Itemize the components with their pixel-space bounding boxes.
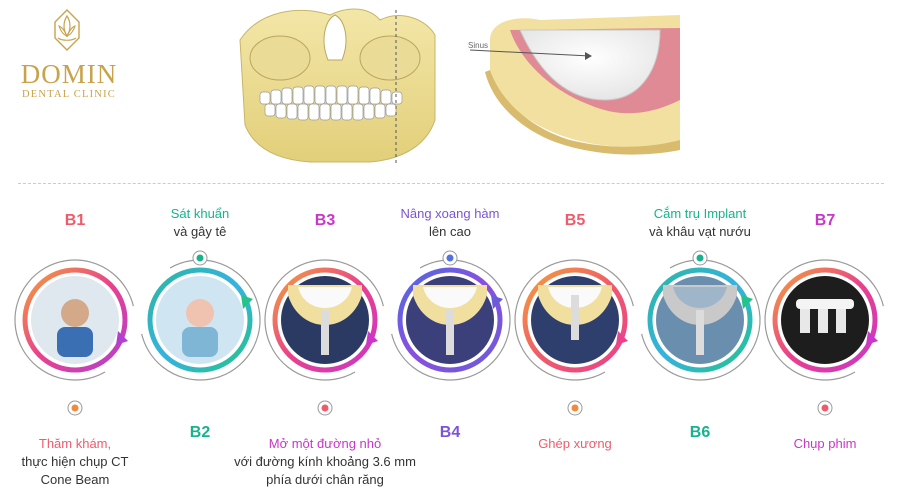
incision-icon-shape bbox=[288, 285, 362, 355]
step-description-b3: Mở một đường nhỏ với đường kính khoảng 3.… bbox=[220, 435, 430, 489]
step-circle-b5 bbox=[514, 259, 636, 381]
step-description-b2: Sát khuẩn và gây tê bbox=[125, 205, 275, 241]
step-circle-b4 bbox=[389, 259, 511, 381]
section-divider bbox=[18, 183, 884, 184]
step-description-line: phía dưới chân răng bbox=[266, 472, 384, 487]
step-description-b4: Nâng xoang hàm lên cao bbox=[375, 205, 525, 241]
step-dot-icon bbox=[567, 400, 583, 416]
step-pointer-icon bbox=[741, 295, 753, 309]
step-description-line: Sát khuẩn bbox=[170, 206, 230, 221]
step-pointer-icon bbox=[616, 331, 628, 345]
step-description-line: Ghép xương bbox=[538, 436, 612, 451]
step-description-line: và gây tê bbox=[173, 224, 227, 239]
step-dot-icon bbox=[817, 400, 833, 416]
step-description-b1: Thăm khám, thực hiện chụp CT Cone Beam bbox=[0, 435, 150, 489]
sinus-label: Sinus bbox=[468, 41, 489, 50]
brand-subtitle: DENTAL CLINIC bbox=[22, 89, 116, 100]
step-outer-arc bbox=[264, 259, 386, 381]
step-description-line: Nâng xoang hàm bbox=[400, 206, 500, 221]
jaw-sinus-illustration bbox=[239, 8, 680, 165]
anesthesia-icon-shape bbox=[182, 299, 218, 357]
step-dot-icon bbox=[692, 250, 708, 266]
step-circle-b1 bbox=[14, 259, 136, 381]
step-outer-arc bbox=[764, 259, 886, 381]
step-description-line: thực hiện chụp CT bbox=[21, 454, 129, 469]
step-outer-arc bbox=[639, 259, 761, 381]
step-dot-icon bbox=[442, 250, 458, 266]
step-description-b7: Chụp phim bbox=[750, 435, 900, 453]
step-pointer-icon bbox=[491, 295, 503, 309]
lotus-emblem-icon bbox=[54, 9, 80, 51]
step-pointer-icon bbox=[366, 331, 378, 345]
step-description-line: Mở một đường nhỏ bbox=[268, 436, 382, 451]
ct-scan-icon-shape bbox=[57, 299, 93, 357]
step-label-b1: B1 bbox=[64, 212, 86, 229]
step-description-b6: Cắm trụ Implant và khâu vạt nướu bbox=[625, 205, 775, 241]
step-description-line: và khâu vạt nướu bbox=[649, 224, 751, 239]
step-description-line: với đường kính khoảng 3.6 mm bbox=[234, 454, 416, 469]
step-circle-b3 bbox=[264, 259, 386, 381]
step-description-line: Cone Beam bbox=[40, 472, 110, 487]
step-outer-arc bbox=[139, 259, 261, 381]
step-label-b4: B4 bbox=[439, 424, 461, 441]
brand-logo[interactable]: DOMIN DENTAL CLINIC bbox=[14, 8, 124, 108]
step-dot-icon bbox=[317, 400, 333, 416]
step-label-b5: B5 bbox=[564, 212, 586, 229]
step-outer-arc bbox=[514, 259, 636, 381]
step-description-line: Chụp phim bbox=[793, 436, 857, 451]
step-label-b6: B6 bbox=[689, 424, 711, 441]
step-outer-arc bbox=[14, 259, 136, 381]
step-label-b3: B3 bbox=[314, 212, 336, 229]
brand-name: DOMIN bbox=[20, 59, 118, 89]
step-pointer-icon bbox=[116, 331, 128, 345]
step-circle-b7 bbox=[764, 259, 886, 381]
step-dot-icon bbox=[192, 250, 208, 266]
xray-icon-shape bbox=[796, 299, 854, 333]
step-description-line: lên cao bbox=[429, 224, 471, 239]
step-pointer-icon bbox=[866, 331, 878, 345]
sinus-lift-icon-shape bbox=[413, 285, 487, 355]
step-circle-b2 bbox=[139, 259, 261, 381]
step-label-b2: B2 bbox=[189, 424, 211, 441]
step-description-b5: Ghép xương bbox=[500, 435, 650, 453]
step-label-b7: B7 bbox=[814, 212, 836, 229]
step-description-line: Cắm trụ Implant bbox=[653, 206, 747, 221]
step-outer-arc bbox=[389, 259, 511, 381]
step-description-line: Thăm khám, bbox=[38, 436, 112, 451]
implant-icon-shape bbox=[663, 285, 737, 355]
step-dot-icon bbox=[67, 400, 83, 416]
step-pointer-icon bbox=[241, 295, 253, 309]
step-circle-b6 bbox=[639, 259, 761, 381]
bone-graft-icon-shape bbox=[538, 285, 612, 340]
